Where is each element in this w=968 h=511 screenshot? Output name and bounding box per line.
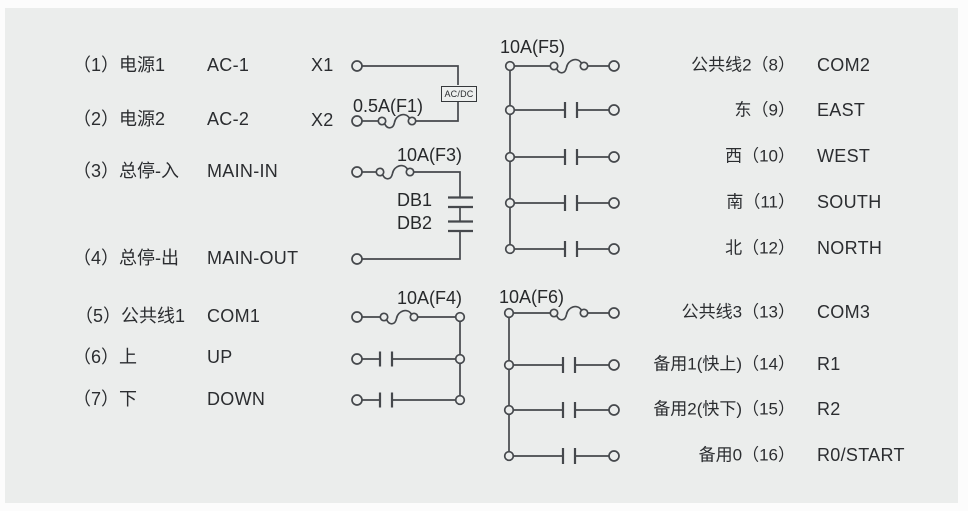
terminal-10-label: 西（10）: [725, 146, 795, 166]
fuse-f5-label: 10A(F5): [500, 37, 566, 58]
fuse-f4-symbol: [379, 309, 419, 325]
terminal-12-label: 北（12）: [725, 238, 795, 258]
terminal-circles: [351, 60, 620, 462]
terminal-15-code: R2: [817, 399, 841, 420]
terminal-4-label: （4）总停-出: [73, 248, 180, 269]
terminal-8-label: 公共线2（8）: [691, 55, 795, 75]
terminal-5-label: （5）公共线1: [75, 306, 186, 327]
fuse-f3-label: 10A(F3): [397, 145, 463, 166]
fuse-f6-label: 10A(F6): [499, 287, 565, 308]
terminal-10-code: WEST: [817, 146, 871, 167]
terminal-2-wire: X2: [311, 110, 334, 131]
diagram-panel: [5, 8, 958, 503]
terminal-9-code: EAST: [817, 100, 866, 121]
terminal-2-label: （2）电源2: [73, 109, 166, 130]
terminal-13-label: 公共线3（13）: [681, 302, 795, 322]
terminal-1-label: （1）电源1: [73, 55, 166, 76]
fuse-f1-label: 0.5A(F1): [353, 96, 424, 117]
terminal-7-label: （7）下: [73, 389, 138, 410]
terminal-12-code: NORTH: [817, 238, 883, 259]
terminal-15-label: 备用2(快下)（15）: [653, 399, 795, 419]
fuse-f6-symbol: [549, 305, 589, 321]
terminal-6-code: UP: [207, 347, 233, 368]
terminal-2-code: AC-2: [207, 109, 250, 130]
terminal-14-code: R1: [817, 354, 841, 375]
acdc-converter-box: AC/DC: [441, 86, 477, 102]
terminal-9-label: 东（9）: [734, 100, 795, 120]
db2-label: DB2: [397, 213, 433, 234]
terminal-6-label: （6）上: [73, 347, 138, 368]
fuse-f5-symbol: [549, 58, 589, 74]
terminal-13-code: COM3: [817, 302, 871, 323]
terminal-16-label: 备用0（16）: [698, 445, 795, 465]
terminal-3-label: （3）总停-入: [73, 161, 180, 182]
terminal-11-code: SOUTH: [817, 192, 882, 213]
terminal-7-code: DOWN: [207, 389, 266, 410]
terminal-3-code: MAIN-IN: [207, 161, 279, 182]
terminal-8-code: COM2: [817, 55, 871, 76]
terminal-14-label: 备用1(快上)（14）: [653, 354, 795, 374]
terminal-5-code: COM1: [207, 306, 261, 327]
fuse-f3-symbol: [375, 164, 415, 180]
terminal-1-wire: X1: [311, 55, 334, 76]
terminal-4-code: MAIN-OUT: [207, 248, 299, 269]
wires: [362, 65, 609, 464]
db1-label: DB1: [397, 190, 433, 211]
fuse-f4-label: 10A(F4): [397, 288, 463, 309]
terminal-11-label: 南（11）: [726, 192, 795, 212]
terminal-1-code: AC-1: [207, 55, 250, 76]
terminal-16-code: R0/START: [817, 445, 905, 466]
